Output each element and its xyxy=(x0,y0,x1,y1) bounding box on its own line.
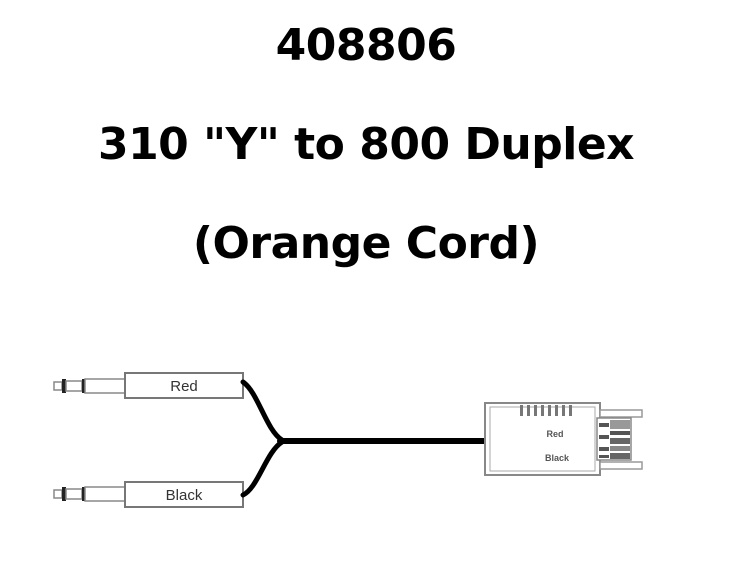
cord-color-note: (Orange Cord) xyxy=(192,218,540,269)
connector-prongs-icon xyxy=(596,409,643,470)
duplex-connector: Red Black xyxy=(484,402,643,476)
plug-tip-icon xyxy=(53,486,126,502)
connector-label-black: Black xyxy=(545,453,570,463)
grip-ridges xyxy=(520,405,572,416)
plug-black: Black xyxy=(53,481,244,508)
cable-wires xyxy=(240,379,491,498)
plug-label-black: Black xyxy=(166,487,203,504)
plug-body-red xyxy=(124,372,244,399)
connector-label-red: Red xyxy=(546,429,563,439)
plug-label-red: Red xyxy=(170,378,198,395)
part-number: 408806 xyxy=(275,20,457,71)
product-description: 310 "Y" to 800 Duplex xyxy=(97,119,635,170)
plug-tip-icon xyxy=(53,378,126,394)
plug-red: Red xyxy=(53,372,244,399)
